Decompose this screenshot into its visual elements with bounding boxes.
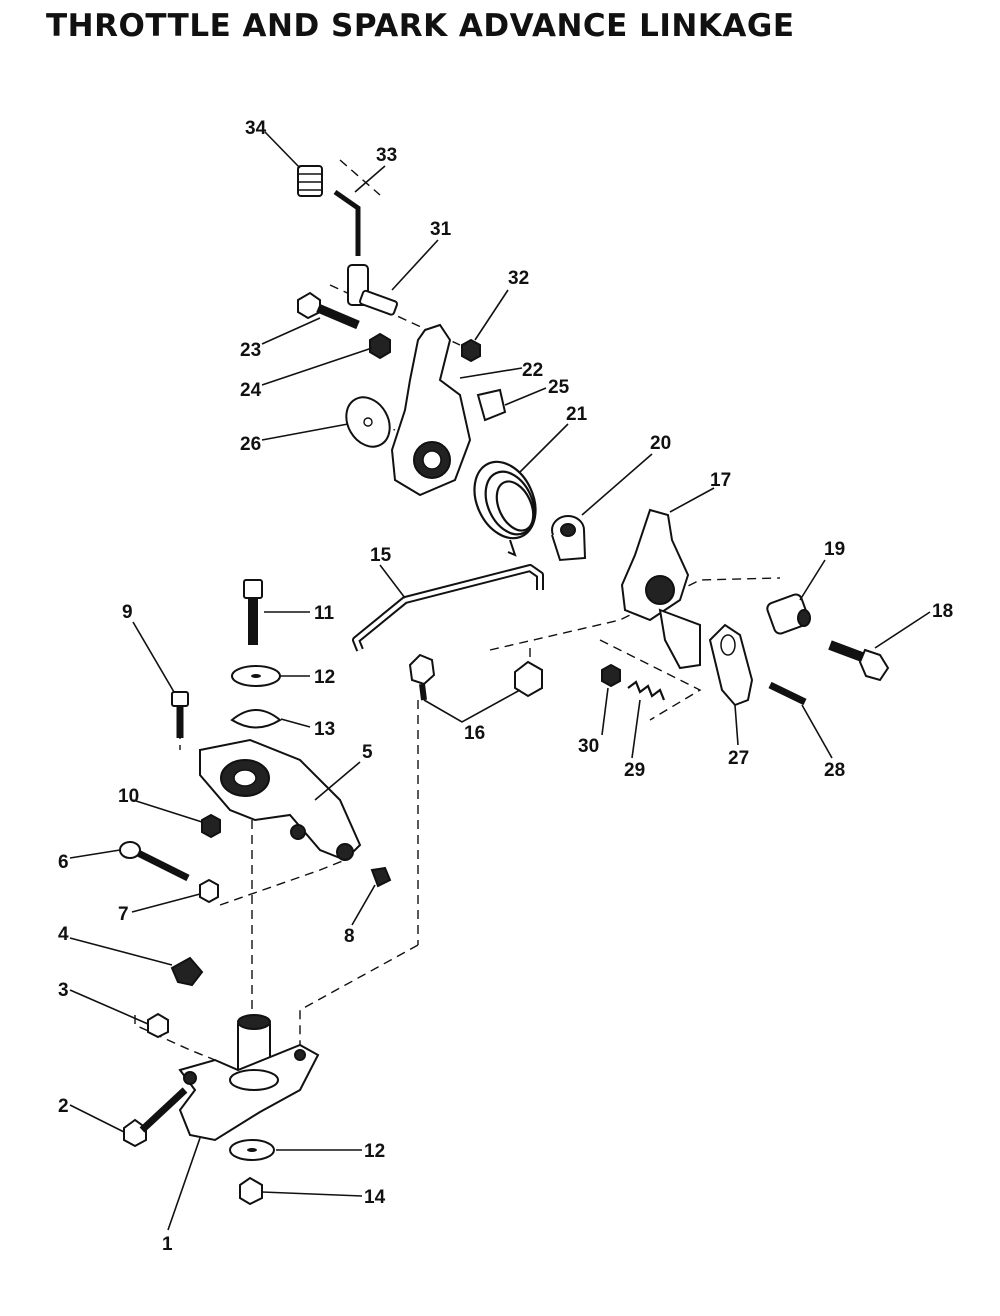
part-23-bolt [297,291,360,330]
callout-6: 6 [58,852,69,873]
callout-11: 11 [314,603,335,624]
part-32-nut [461,338,481,363]
part-11-bolt [243,579,263,645]
part-17-lever [620,508,701,670]
callout-32: 32 [508,268,529,289]
part-1-throttle-arm [178,1014,320,1142]
callout-29: 29 [624,760,645,781]
callout-16: 16 [464,723,485,744]
part-22-spark-lever [390,323,472,497]
callout-5: 5 [362,742,373,763]
callout-12-upper: 12 [314,667,335,688]
callout-31: 31 [430,219,452,240]
part-27-plate [708,623,754,707]
part-4-cap [170,956,204,987]
part-14-nut [239,1176,263,1206]
callout-19: 19 [824,539,845,560]
part-12-washer-lower [229,1139,275,1161]
callout-17: 17 [710,470,731,491]
callout-labels: 34 33 31 32 23 24 22 25 26 21 20 17 19 1… [58,118,953,1255]
callout-26: 26 [240,434,261,455]
callout-2: 2 [58,1096,69,1117]
callout-12-lower: 12 [364,1141,385,1162]
part-29-spring [627,680,666,701]
callout-20: 20 [650,433,671,454]
part-25-cap [476,388,507,422]
part-28-screw [768,681,807,706]
part-21-spring [473,460,537,557]
callout-4: 4 [58,924,69,945]
part-19-bushing [766,593,811,635]
part-5-throttle-cam [199,738,362,862]
part-34-bushing [297,165,323,197]
callout-3: 3 [58,980,69,1001]
callout-1: 1 [162,1234,173,1255]
part-7-nut [199,878,219,904]
part-20-bushing [551,515,587,562]
part-18-bolt [828,640,890,682]
callout-15: 15 [370,545,392,566]
part-10-nut [201,813,221,839]
part-26-washer [345,396,391,448]
callout-18: 18 [932,601,953,622]
callout-30: 30 [578,736,599,757]
part-33-link-rod [333,189,361,256]
callout-7: 7 [118,904,129,925]
callout-8: 8 [344,926,355,947]
callout-25: 25 [548,377,570,398]
part-3-nut [147,1012,169,1039]
part-24-nut [369,332,391,360]
callout-28: 28 [824,760,845,781]
part-15-link-rod [352,564,544,652]
callout-34: 34 [245,118,267,139]
callout-22: 22 [522,360,543,381]
callout-27: 27 [728,748,749,769]
part-13-spring-clip [230,709,282,729]
part-31-swivel [347,264,398,316]
part-2-screw [123,1087,188,1148]
callout-13: 13 [314,719,335,740]
callout-9: 9 [122,602,133,623]
page-title: THROTTLE AND SPARK ADVANCE LINKAGE [46,8,795,44]
part-9-screw [171,691,189,738]
leader-lines [69,131,931,1231]
part-16-ball-joints [408,653,543,701]
part-30-nut [601,663,621,688]
callout-33: 33 [376,145,397,166]
part-8-cap [370,866,392,888]
callout-23: 23 [240,340,261,361]
part-12-washer-upper [231,665,281,687]
callout-21: 21 [566,404,588,425]
part-6-screw [119,841,190,882]
callout-24: 24 [240,380,262,401]
assembly-lines [134,159,781,1061]
callout-14: 14 [364,1187,386,1208]
callout-10: 10 [118,786,139,807]
